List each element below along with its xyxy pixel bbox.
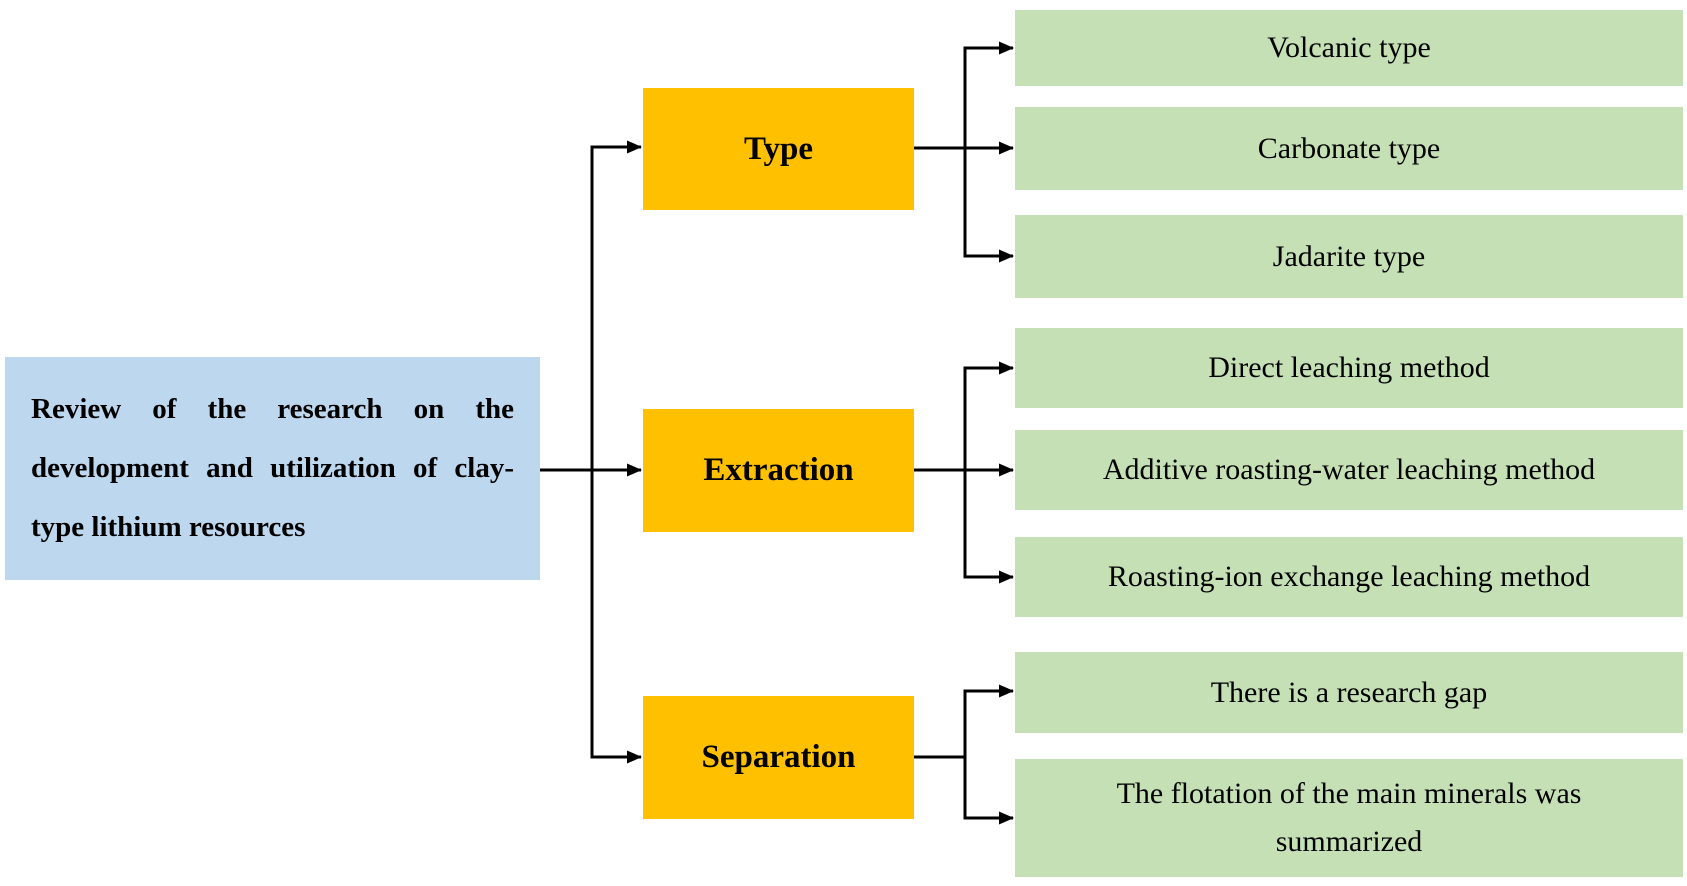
branch-label-extraction: Extraction [703,452,854,488]
leaf-label: Additive roasting-water leaching method [1102,453,1596,486]
leaf-box-additive-roasting: Additive roasting-water leaching method [1015,430,1683,510]
leaf-box-roasting-ion-exchange: Roasting-ion exchange leaching method [1015,537,1683,617]
leaf-label: Roasting-ion exchange leaching method [1107,560,1591,593]
branch-box-extraction: Extraction [643,409,914,532]
branch-label-separation: Separation [701,739,856,775]
leaf-label: Direct leaching method [1208,351,1490,384]
branch-label-type: Type [743,130,814,167]
leaf-box-research-gap: There is a research gap [1015,652,1683,733]
branch-box-separation: Separation [643,696,914,819]
leaf-box-volcanic-type: Volcanic type [1015,10,1683,86]
leaf-label: Jadarite type [1272,239,1426,273]
leaf-box-flotation-summary: The flotation of the main minerals was s… [1015,759,1683,877]
leaf-label: There is a research gap [1210,675,1488,709]
root-label: Review of the research on the developmen… [31,393,514,543]
leaf-label: Carbonate type [1257,131,1441,165]
root-box: Review of the research on the developmen… [5,357,540,580]
leaf-label: The flotation of the main minerals was s… [1116,777,1582,858]
leaf-label: Volcanic type [1267,31,1431,64]
leaf-box-carbonate-type: Carbonate type [1015,107,1683,190]
leaf-box-direct-leaching: Direct leaching method [1015,328,1683,408]
branch-box-type: Type [643,88,914,210]
leaf-box-jadarite-type: Jadarite type [1015,215,1683,298]
